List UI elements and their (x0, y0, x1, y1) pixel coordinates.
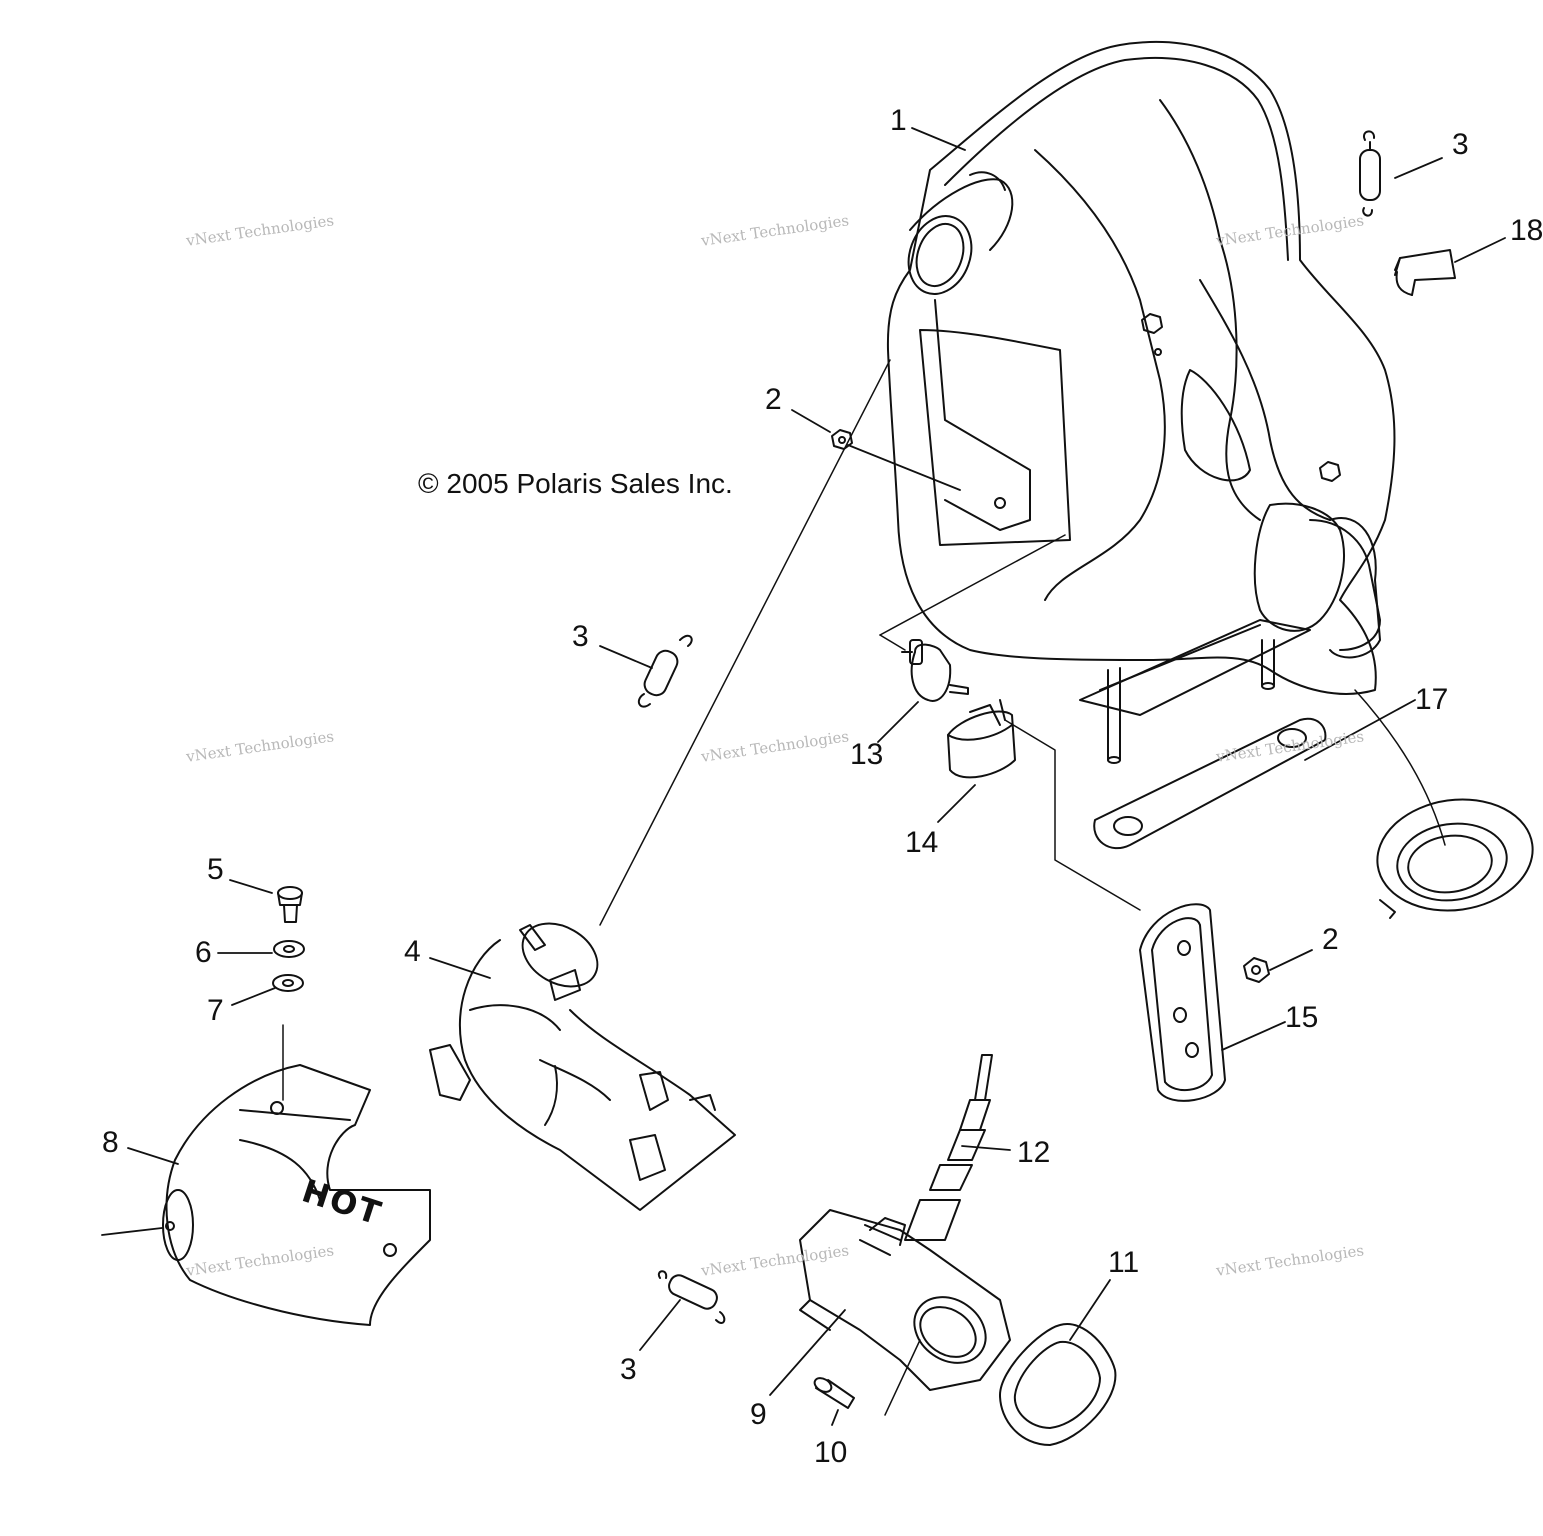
callout-1: 1 (890, 104, 907, 137)
bolt-10 (813, 1377, 855, 1409)
spring-middle-left (637, 634, 693, 708)
bracket-17 (1093, 717, 1327, 850)
heat-shield-8 (162, 1064, 431, 1326)
grommet-13 (901, 639, 969, 702)
assembly-lines (282, 359, 1446, 1416)
callout-8: 8 (102, 1126, 119, 1159)
bolt-5 (277, 886, 303, 923)
callout-15: 15 (1285, 1001, 1319, 1034)
callout-5: 5 (207, 853, 224, 886)
callout-10: 10 (814, 1436, 848, 1469)
callout-3-middle: 3 (572, 620, 589, 653)
outlet-ring (1376, 798, 1534, 919)
callout-3-bottom: 3 (620, 1353, 637, 1386)
clamp-14 (947, 699, 1016, 779)
hot-label: HOT (298, 1171, 388, 1232)
callout-leaders (101, 127, 1506, 1426)
callout-2-top: 2 (765, 383, 782, 416)
callout-12: 12 (1017, 1136, 1051, 1169)
callout-2-right: 2 (1322, 923, 1339, 956)
muffler-body (886, 41, 1396, 764)
spring-bottom (657, 1270, 726, 1324)
sensor-12 (904, 1054, 993, 1241)
callout-7: 7 (207, 994, 224, 1027)
copyright-notice: © 2005 Polaris Sales Inc. (418, 468, 733, 499)
callout-18: 18 (1510, 214, 1543, 247)
washer-6 (273, 940, 305, 958)
callout-13: 13 (850, 738, 884, 771)
exhaust-pipe-4 (429, 922, 736, 1211)
callout-14: 14 (905, 826, 939, 859)
nut-top (831, 429, 853, 450)
washer-7 (272, 974, 304, 992)
callout-6: 6 (195, 936, 212, 969)
nut-right (1243, 957, 1270, 983)
callout-17: 17 (1415, 683, 1449, 716)
callout-9: 9 (750, 1398, 767, 1431)
gasket-11 (999, 1323, 1117, 1446)
callout-4: 4 (404, 935, 421, 968)
bracket-18 (1394, 249, 1456, 296)
callout-3-top-right: 3 (1452, 128, 1469, 161)
manifold-9 (799, 1209, 1011, 1391)
spring-top-right (1359, 130, 1381, 217)
callout-11: 11 (1108, 1246, 1140, 1279)
plate-15 (1139, 903, 1226, 1102)
